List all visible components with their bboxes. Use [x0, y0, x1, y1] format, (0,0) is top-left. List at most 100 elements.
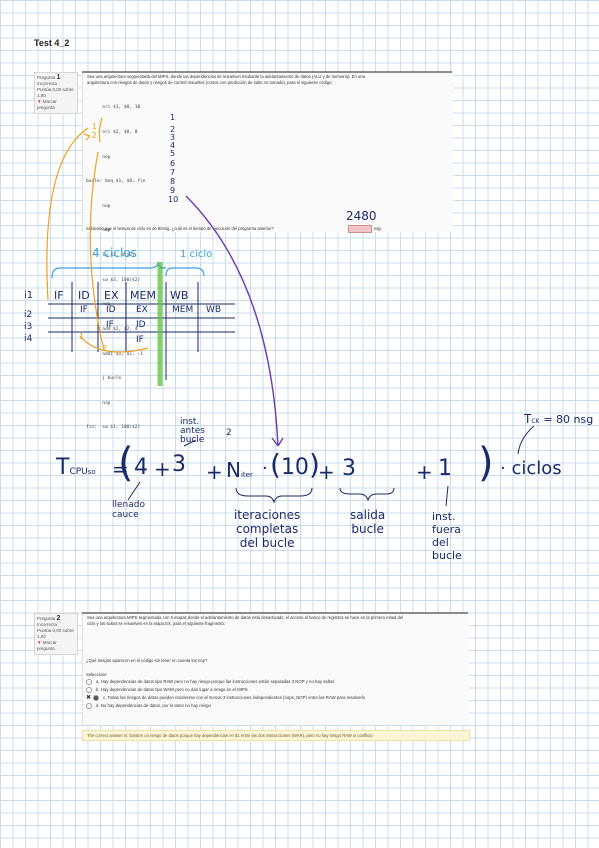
formula-close-paren: ) — [478, 440, 494, 486]
flag-question-link[interactable]: ▼ Marcar pregunta — [37, 99, 57, 110]
ann-2: 2 — [226, 428, 232, 438]
formula-eq: = — [112, 457, 129, 481]
page-title: Test 4_2 — [34, 38, 70, 48]
stage: IF — [54, 289, 64, 302]
formula-ciclos: · ciclos — [500, 458, 562, 479]
wrong-cross-icon: ✖ — [86, 695, 92, 701]
radio-button[interactable] — [93, 694, 100, 701]
row-label-i2: i2 — [24, 310, 33, 320]
hand-number: 1 — [170, 113, 176, 122]
code-line: sw $3, 100($2) — [86, 277, 141, 283]
row-label-i1: i1 — [24, 290, 34, 301]
stage: ID — [78, 289, 90, 302]
stage: WB — [206, 305, 222, 315]
options-list: a. Hay dependencias de datos tipo RAW pe… — [86, 678, 466, 710]
hand-number: 7 — [170, 168, 176, 177]
formula-plus: + — [416, 460, 433, 484]
code-line: bucle: beq $1, $0, fin — [86, 179, 146, 185]
code-line: j bucle — [86, 376, 122, 382]
row-label-i4: i4 — [24, 334, 33, 344]
code-line: addi $1, $1, -1 — [86, 351, 143, 357]
question-2-info: Pregunta 2 Incorrecta Puntúa 0,00 sobre … — [34, 613, 78, 655]
row-label-i3: i3 — [24, 322, 33, 332]
code-line: lw $3, 0($2) — [86, 253, 135, 259]
code-line: ori $1, $0, 10 — [86, 105, 141, 111]
question-2-text-line-1: Sea una arquitectura MIPS segmentada con… — [87, 615, 404, 620]
question-label: Pregunta — [37, 616, 56, 621]
stage: WB — [170, 289, 189, 302]
question-1-info: Pregunta 1 Incorrecta Puntúa 0,00 sobre … — [34, 72, 78, 114]
hand-number: 8 — [170, 177, 176, 186]
flag-icon: ▼ — [37, 640, 42, 645]
answer-input[interactable] — [348, 225, 372, 233]
answer-prompt: Sabiendo que el tiempo de ciclo es de 80… — [86, 226, 274, 231]
radio-button[interactable] — [86, 686, 92, 693]
question-status: Incorrecta — [37, 81, 58, 86]
hand-number: 5 — [170, 149, 176, 158]
formula-3b: 3 — [342, 456, 356, 481]
hand-number: 3 — [170, 133, 176, 142]
hand-number: 6 — [170, 159, 176, 168]
option-b[interactable]: b. Hay dependencias de datos tipo WAW pe… — [86, 686, 466, 694]
formula-3: 3 — [172, 452, 186, 477]
option-d[interactable]: d. No hay dependencias de datos, por lo … — [86, 702, 466, 710]
option-a[interactable]: a. Hay dependencias de datos tipo RAW pe… — [86, 678, 466, 686]
code-line: nop — [86, 400, 111, 406]
question-2-prompt: ¿Qué riesgos aparecen en el código sin t… — [86, 658, 208, 663]
code-listing: ori $1, $0, 10 ori $2, $0, 0 nop bucle: … — [86, 88, 146, 441]
select-label: Seleccione: — [86, 672, 108, 677]
brace-iteraciones — [235, 487, 313, 504]
fuera-arrow — [445, 485, 449, 507]
purple-arrowhead — [271, 437, 284, 447]
tck-arrow — [517, 425, 535, 455]
question-status: Incorrecta — [37, 622, 58, 627]
question-2-content: Sea una arquitectura MIPS segmentada con… — [82, 613, 469, 725]
question-number: 2 — [56, 615, 61, 622]
question-label: Pregunta — [37, 75, 56, 80]
brace-1-ciclo — [165, 267, 205, 277]
code-line: nop — [86, 203, 111, 209]
stage: ID — [106, 305, 116, 315]
question-score: Puntúa 0,00 sobre 1,00 — [37, 87, 74, 98]
correct-answer-feedback: The correct answer is: Existen un riesgo… — [82, 730, 470, 741]
formula-plus: + — [154, 457, 171, 481]
orange-mark-1: 1 — [92, 122, 97, 131]
hand-number: 2 — [170, 125, 176, 134]
pipeline-mark-1: 1 — [79, 332, 85, 341]
code-line: add $2, $2, 4 — [86, 326, 138, 332]
flag-question-link[interactable]: ▼ Marcar pregunta — [37, 640, 57, 651]
question-2-text-line-2: ciclo y los saltos se resuelven en la et… — [87, 620, 226, 626]
code-line: ori $2, $0, 0 — [86, 130, 138, 136]
formula-4: 4 — [134, 455, 148, 480]
hand-number: 4 — [170, 141, 176, 150]
question-1-text-line-1: Sea una arquitectura segmentada del MIPS… — [87, 74, 365, 79]
label-1-ciclo: 1 ciclo — [180, 249, 213, 260]
stage: IF — [80, 305, 88, 315]
radio-button[interactable] — [86, 702, 92, 709]
formula-niter: Niter — [226, 458, 253, 482]
question-1-text-line-2: arquitectura con riesgos de datos y ries… — [87, 79, 333, 85]
radio-button[interactable] — [86, 678, 92, 685]
answer-unit: nsg — [374, 226, 381, 231]
handwritten-answer: 2480 — [346, 209, 377, 223]
code-line: nop — [86, 154, 111, 160]
code-line: fin: sw $1, 100($2) — [86, 425, 141, 431]
stage: EX — [136, 305, 148, 315]
formula-lhs: TCPUso — [56, 455, 96, 480]
stage: IF — [106, 320, 114, 330]
stage: ID — [136, 320, 146, 330]
pipeline-mark-2: 2 — [102, 344, 108, 353]
hand-number: 10 — [168, 195, 179, 204]
formula-open-paren: ( — [118, 440, 134, 486]
question-number: 1 — [56, 74, 61, 81]
label-4-ciclos: 4 ciclos — [92, 246, 137, 260]
hand-number: 9 — [170, 186, 176, 195]
option-c[interactable]: ✖c. Todas las riesgos de datos pueden re… — [86, 694, 366, 701]
stage: MEM — [130, 289, 156, 302]
orange-mark-2: 2 — [92, 131, 97, 140]
tck-label: TCK = 80 nsg — [524, 412, 594, 426]
